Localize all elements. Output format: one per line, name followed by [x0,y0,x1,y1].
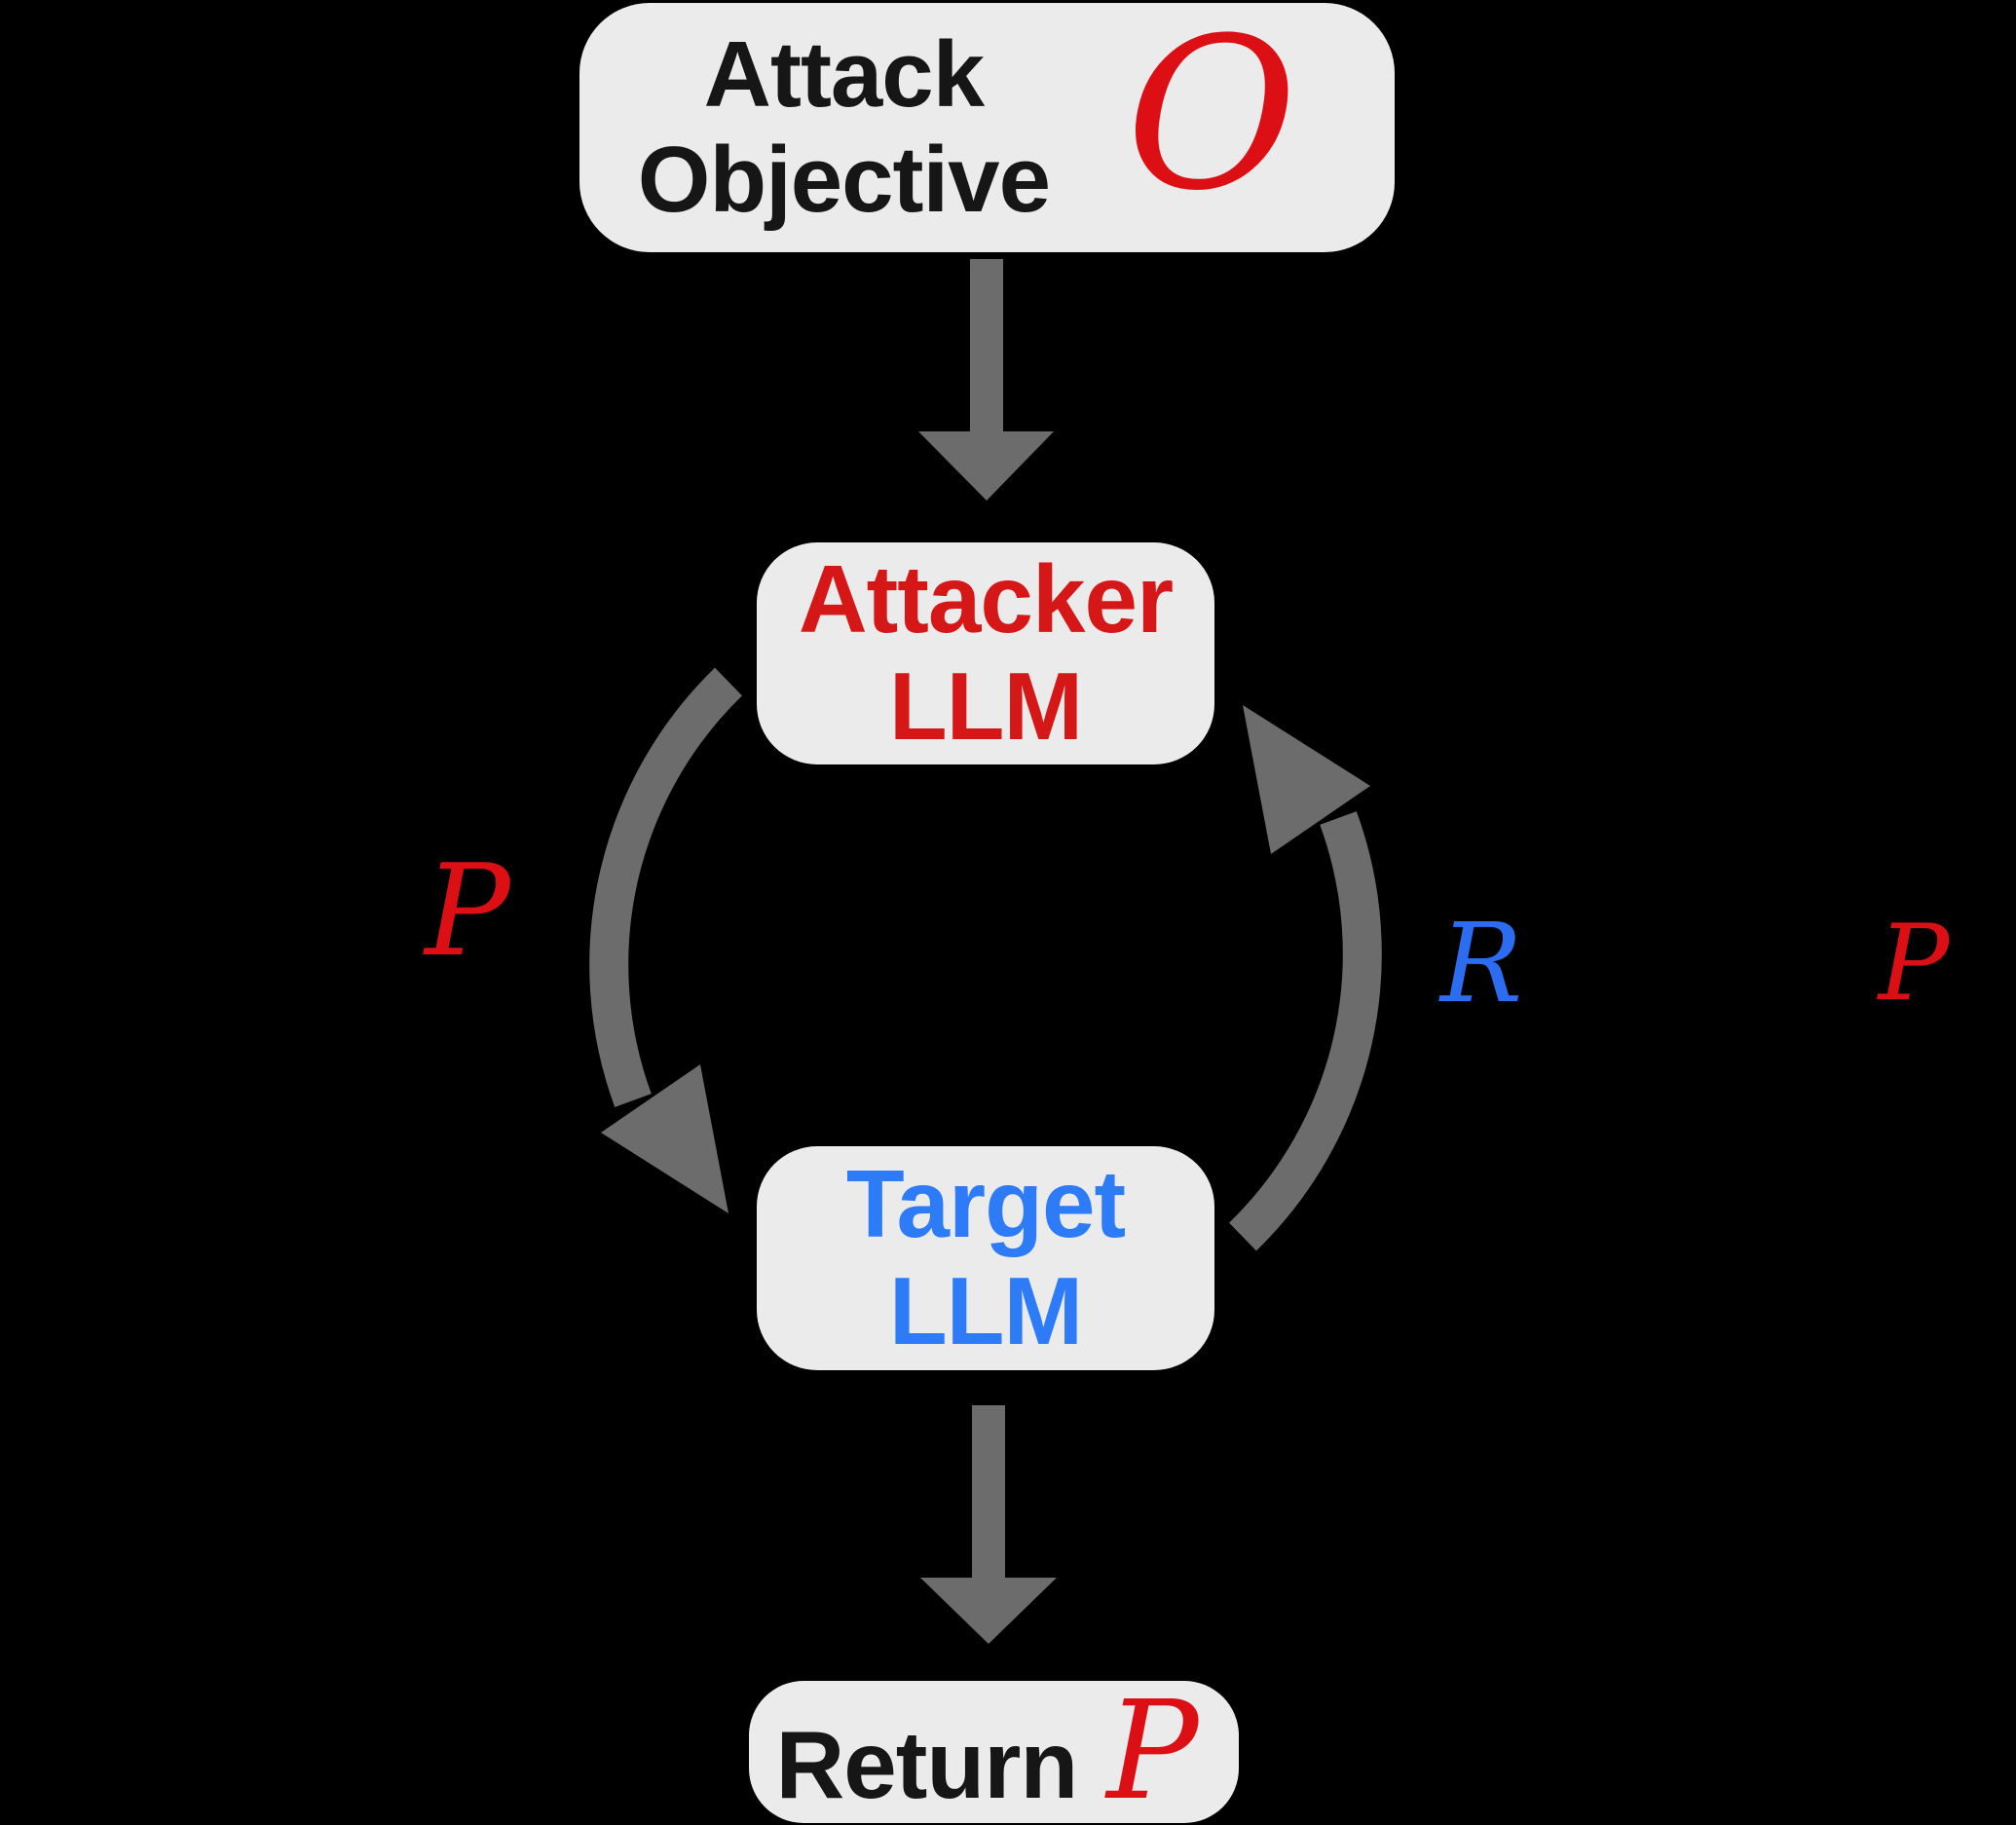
attacker-llm-label-line2: LLM [888,652,1083,760]
arc-arrow-response-right-head [1243,705,1370,854]
arc-arrow-response-right-curve [1229,811,1382,1251]
return-node-content: Return P [776,1684,1213,1820]
prompt-label-outer: P [1878,903,1950,1024]
attack-objective-label: Attack Objective [637,22,1051,232]
return-label: Return [775,1711,1079,1818]
attacker-llm-label: Attacker LLM [798,545,1174,761]
target-llm-label: Target LLM [845,1150,1126,1365]
target-llm-node: Target LLM [757,1146,1214,1370]
target-llm-label-line2: LLM [888,1257,1083,1364]
arc-arrow-prompt-left [589,667,742,1213]
attack-objective-label-line2: Objective [637,128,1051,232]
objective-symbol: O [1125,0,1298,237]
arrow-target-to-return-head [920,1578,1057,1644]
arc-arrow-response-right [1229,705,1382,1251]
attack-objective-node: Attack Objective O [579,3,1395,252]
arrow-objective-to-attacker [918,259,1054,501]
arrow-objective-to-attacker-head [918,431,1054,501]
target-llm-label-line1: Target [845,1150,1126,1258]
return-node: Return P [749,1681,1239,1823]
return-symbol: P [1106,1672,1199,1825]
attack-objective-label-line1: Attack [703,22,985,128]
arrow-objective-to-attacker-shaft [970,259,1003,433]
arrow-target-to-return-shaft [972,1405,1005,1580]
prompt-label-left: P [425,837,510,985]
arrow-target-to-return [920,1405,1057,1644]
arc-arrow-prompt-left-head [601,1064,728,1213]
response-label-right: R [1439,901,1523,1027]
attacker-llm-label-line1: Attacker [798,545,1174,653]
attacker-llm-node: Attacker LLM [757,542,1214,764]
arc-arrow-prompt-left-curve [589,667,742,1107]
